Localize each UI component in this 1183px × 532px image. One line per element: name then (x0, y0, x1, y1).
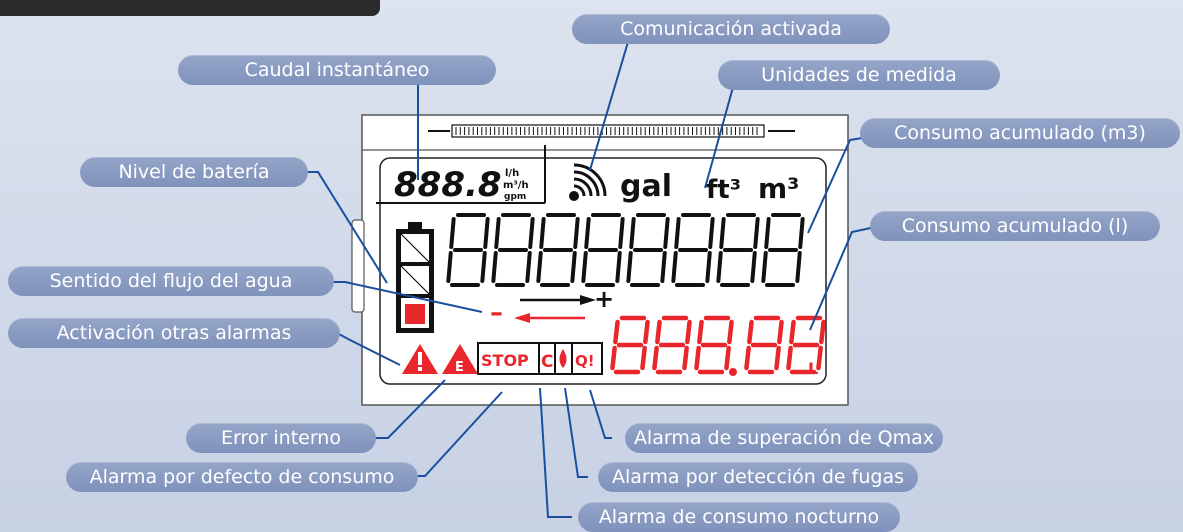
main-digit-segment (449, 217, 456, 249)
battery-icon (396, 222, 434, 333)
main-counter-digits (446, 213, 805, 287)
comb-strip (428, 124, 795, 138)
liters-counter-digits (610, 315, 826, 375)
water-drop-icon (559, 349, 567, 368)
moon-icon: C (541, 352, 553, 372)
header-bar (0, 0, 380, 16)
main-digit-segment (584, 217, 591, 249)
main-digit-segment (719, 217, 726, 249)
liters-digit-segment (643, 319, 650, 345)
liters-digit-segment (789, 319, 796, 345)
main-digit-segment (446, 251, 453, 283)
liters-digit-segment (655, 319, 662, 345)
decimal-point (729, 368, 737, 376)
main-digit-segment (705, 251, 712, 283)
main-digit-segment (494, 217, 501, 249)
main-digit-segment (570, 251, 577, 283)
main-digit-segment (539, 217, 546, 249)
error-letter: E (455, 360, 464, 375)
stop-label: STOP (481, 351, 529, 370)
main-digit-segment (581, 251, 588, 283)
error-warning-icon: E (442, 344, 478, 375)
unit-gal: gal (620, 169, 672, 204)
label-sentido-flujo: Sentido del flujo del agua (8, 266, 334, 296)
rate-unit-lh: l/h (505, 168, 519, 179)
main-digit-segment (798, 217, 805, 249)
label-defecto-consumo: Alarma por defecto de consumo (66, 462, 418, 492)
label-otras-alarmas: Activación otras alarmas (8, 318, 340, 348)
alarm-box-row: STOP C Q! (477, 342, 603, 375)
main-digit-segment (615, 251, 622, 283)
unit-ft3: ft³ (706, 175, 741, 205)
main-digit-segment (671, 251, 678, 283)
main-digit-segment (761, 251, 768, 283)
liters-digit-segment (610, 345, 617, 371)
unit-m3: m³ (758, 172, 799, 205)
main-digit-segment (536, 251, 543, 283)
label-fugas: Alarma por detección de fugas (598, 462, 918, 492)
liters-digit-segment (777, 319, 784, 345)
main-digit-segment (525, 251, 532, 283)
main-digit-segment (629, 217, 636, 249)
liters-unit: L (808, 359, 818, 378)
liters-digit-segment (744, 345, 751, 371)
rate-display: 888.8 l/h m³/h gpm (376, 145, 546, 205)
liters-digit-segment (786, 345, 793, 371)
alarm-warning-icon (402, 344, 438, 374)
liters-digit-segment (685, 319, 692, 345)
main-digit-segment (573, 217, 580, 249)
main-digit-segment (674, 217, 681, 249)
label-error-interno: Error interno (186, 423, 376, 453)
rate-unit-gpm: gpm (504, 192, 526, 202)
liters-digit-segment (652, 345, 659, 371)
label-caudal-instantaneo: Caudal instantáneo (178, 55, 496, 85)
label-unidades-medida: Unidades de medida (718, 60, 1000, 90)
main-digit-segment (483, 217, 490, 249)
main-digit-segment (708, 217, 715, 249)
minus-sign: – (490, 298, 503, 328)
label-nivel-bateria: Nivel de batería (80, 157, 308, 187)
main-digit-segment (764, 217, 771, 249)
main-digit-segment (663, 217, 670, 249)
qmax-label: Q! (575, 352, 595, 370)
main-digit-segment (750, 251, 757, 283)
liters-digit-segment (697, 319, 704, 345)
rate-unit-m3h: m³/h (503, 180, 529, 191)
label-consumo-l: Consumo acumulado (l) (870, 211, 1160, 241)
liters-digit-segment (747, 319, 754, 345)
label-qmax: Alarma de superación de Qmax (625, 423, 943, 453)
main-digit-segment (528, 217, 535, 249)
liters-digit-segment (727, 319, 734, 345)
main-digit-segment (716, 251, 723, 283)
liters-digit-segment (694, 345, 701, 371)
flow-direction-indicator: + – (490, 285, 614, 328)
main-digit-segment (618, 217, 625, 249)
rate-digits: 888.8 (394, 165, 502, 205)
main-digit-segment (660, 251, 667, 283)
liters-digit-segment (816, 345, 823, 371)
main-digit-segment (753, 217, 760, 249)
label-comunicacion-activada: Comunicación activada (572, 14, 890, 44)
liters-digit-segment (724, 345, 731, 371)
wifi-signal-icon (569, 163, 607, 201)
main-digit-segment (626, 251, 633, 283)
liters-digit-segment (774, 345, 781, 371)
liters-digit-segment (819, 319, 826, 345)
main-digit-segment (491, 251, 498, 283)
label-consumo-m3: Consumo acumulado (m3) (860, 118, 1180, 148)
main-digit-segment (480, 251, 487, 283)
liters-digit-segment (613, 319, 620, 345)
liters-digit-segment (640, 345, 647, 371)
liters-digit-segment (682, 345, 689, 371)
plus-sign: + (594, 285, 614, 313)
main-digit-segment (795, 251, 802, 283)
label-consumo-nocturno: Alarma de consumo nocturno (578, 502, 900, 532)
